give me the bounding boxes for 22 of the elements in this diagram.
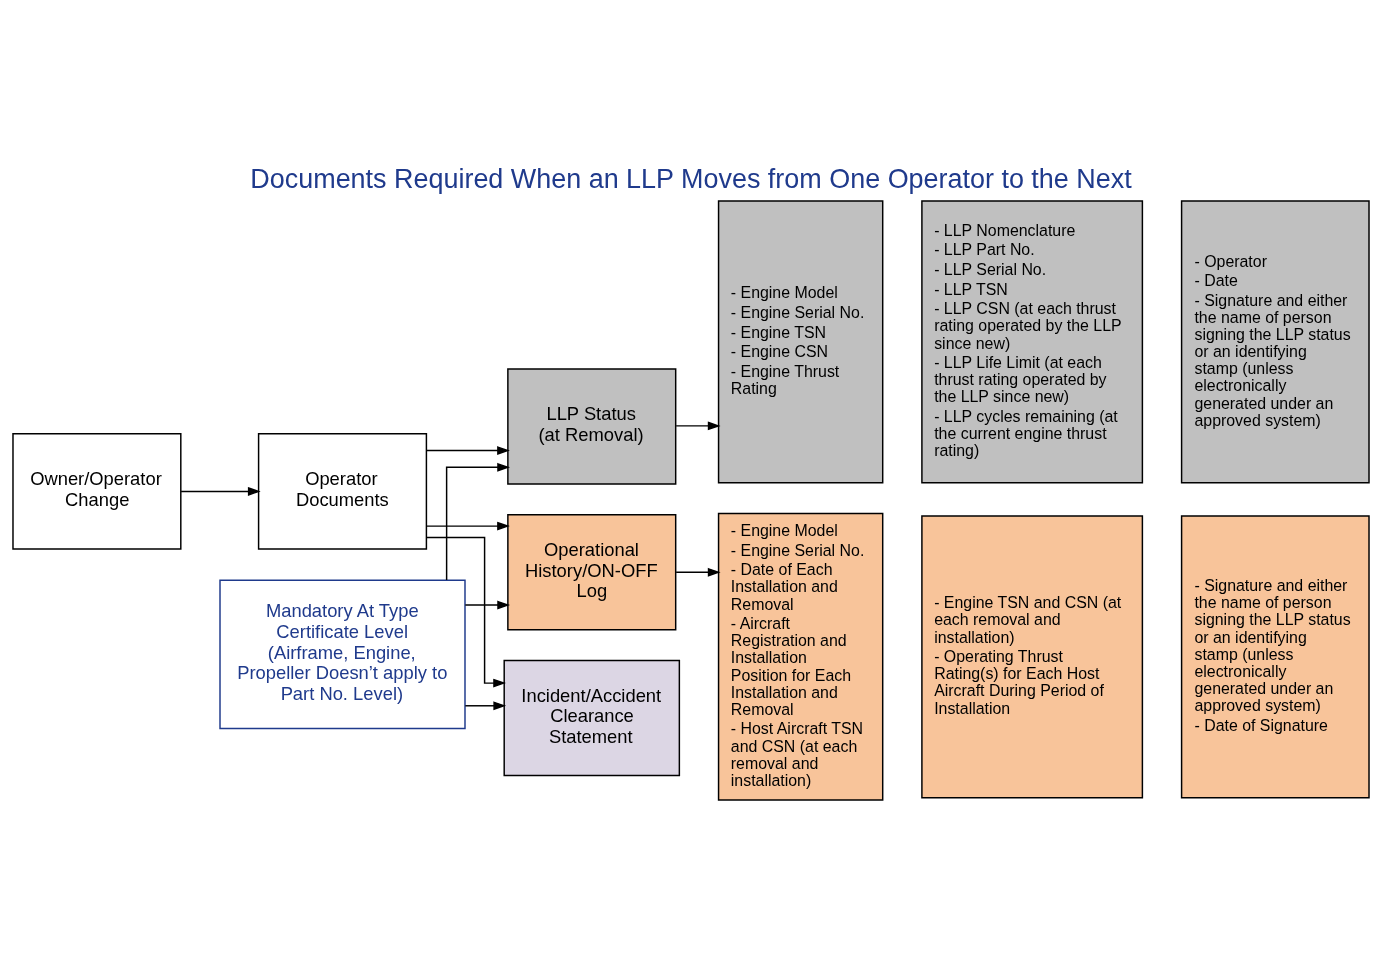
node-box: Operational History/ON-OFF Log bbox=[507, 513, 677, 631]
arrow bbox=[464, 700, 507, 710]
node-box: - Engine TSN and CSN (at each removal and installation) - Operating Thrust Rating(s) for Each Host Aircraft During Period of Installation bbox=[921, 514, 1144, 798]
node-box: Mandatory At Type Certificate Level (Airframe, Engine, Propeller Doesn’t apply to Part No. Level) bbox=[219, 579, 466, 729]
arrow bbox=[425, 445, 510, 455]
diagram-title: Documents Required When an LLP Moves from One Operator to the Next bbox=[250, 163, 1132, 194]
node-box: Operator Documents bbox=[257, 432, 428, 550]
arrow bbox=[180, 486, 261, 496]
node-box: Incident/Accident Clearance Statement bbox=[503, 659, 681, 776]
arrow bbox=[675, 420, 721, 430]
arrow bbox=[426, 536, 506, 688]
arrow bbox=[445, 462, 510, 581]
node-box: - Engine Model - Engine Serial No. - Date of Each Installation and Removal - Aircraft Registration and Installation Position for Each Installation and Removal - Host Aircraft TSN and CSN (at each removal and installation) bbox=[717, 512, 884, 801]
node-box: LLP Status (at Removal) bbox=[507, 367, 677, 485]
arrow bbox=[675, 567, 721, 577]
node-box: - Operator - Date - Signature and either the name of person signing the LLP status or an identifying stamp (unless electronically generated under an approved system) bbox=[1180, 199, 1370, 484]
arrow bbox=[464, 600, 510, 609]
node-box: - LLP Nomenclature - LLP Part No. - LLP Serial No. - LLP TSN - LLP CSN (at each thrust rating operated by the LLP since new) - LLP Life Limit (at each thrust rating operated by the LLP since new) - LLP cycles remaining (at the current engine thrust rating) bbox=[921, 199, 1144, 484]
node-box: - Signature and either the name of person signing the LLP status or an identifying stamp (unless electronically generated under an approved system) - Date of Signature bbox=[1180, 514, 1370, 798]
arrow bbox=[425, 521, 510, 531]
node-box: - Engine Model - Engine Serial No. - Engine TSN - Engine CSN - Engine Thrust Rating bbox=[717, 199, 884, 484]
node-box: Owner/Operator Change bbox=[12, 432, 182, 550]
